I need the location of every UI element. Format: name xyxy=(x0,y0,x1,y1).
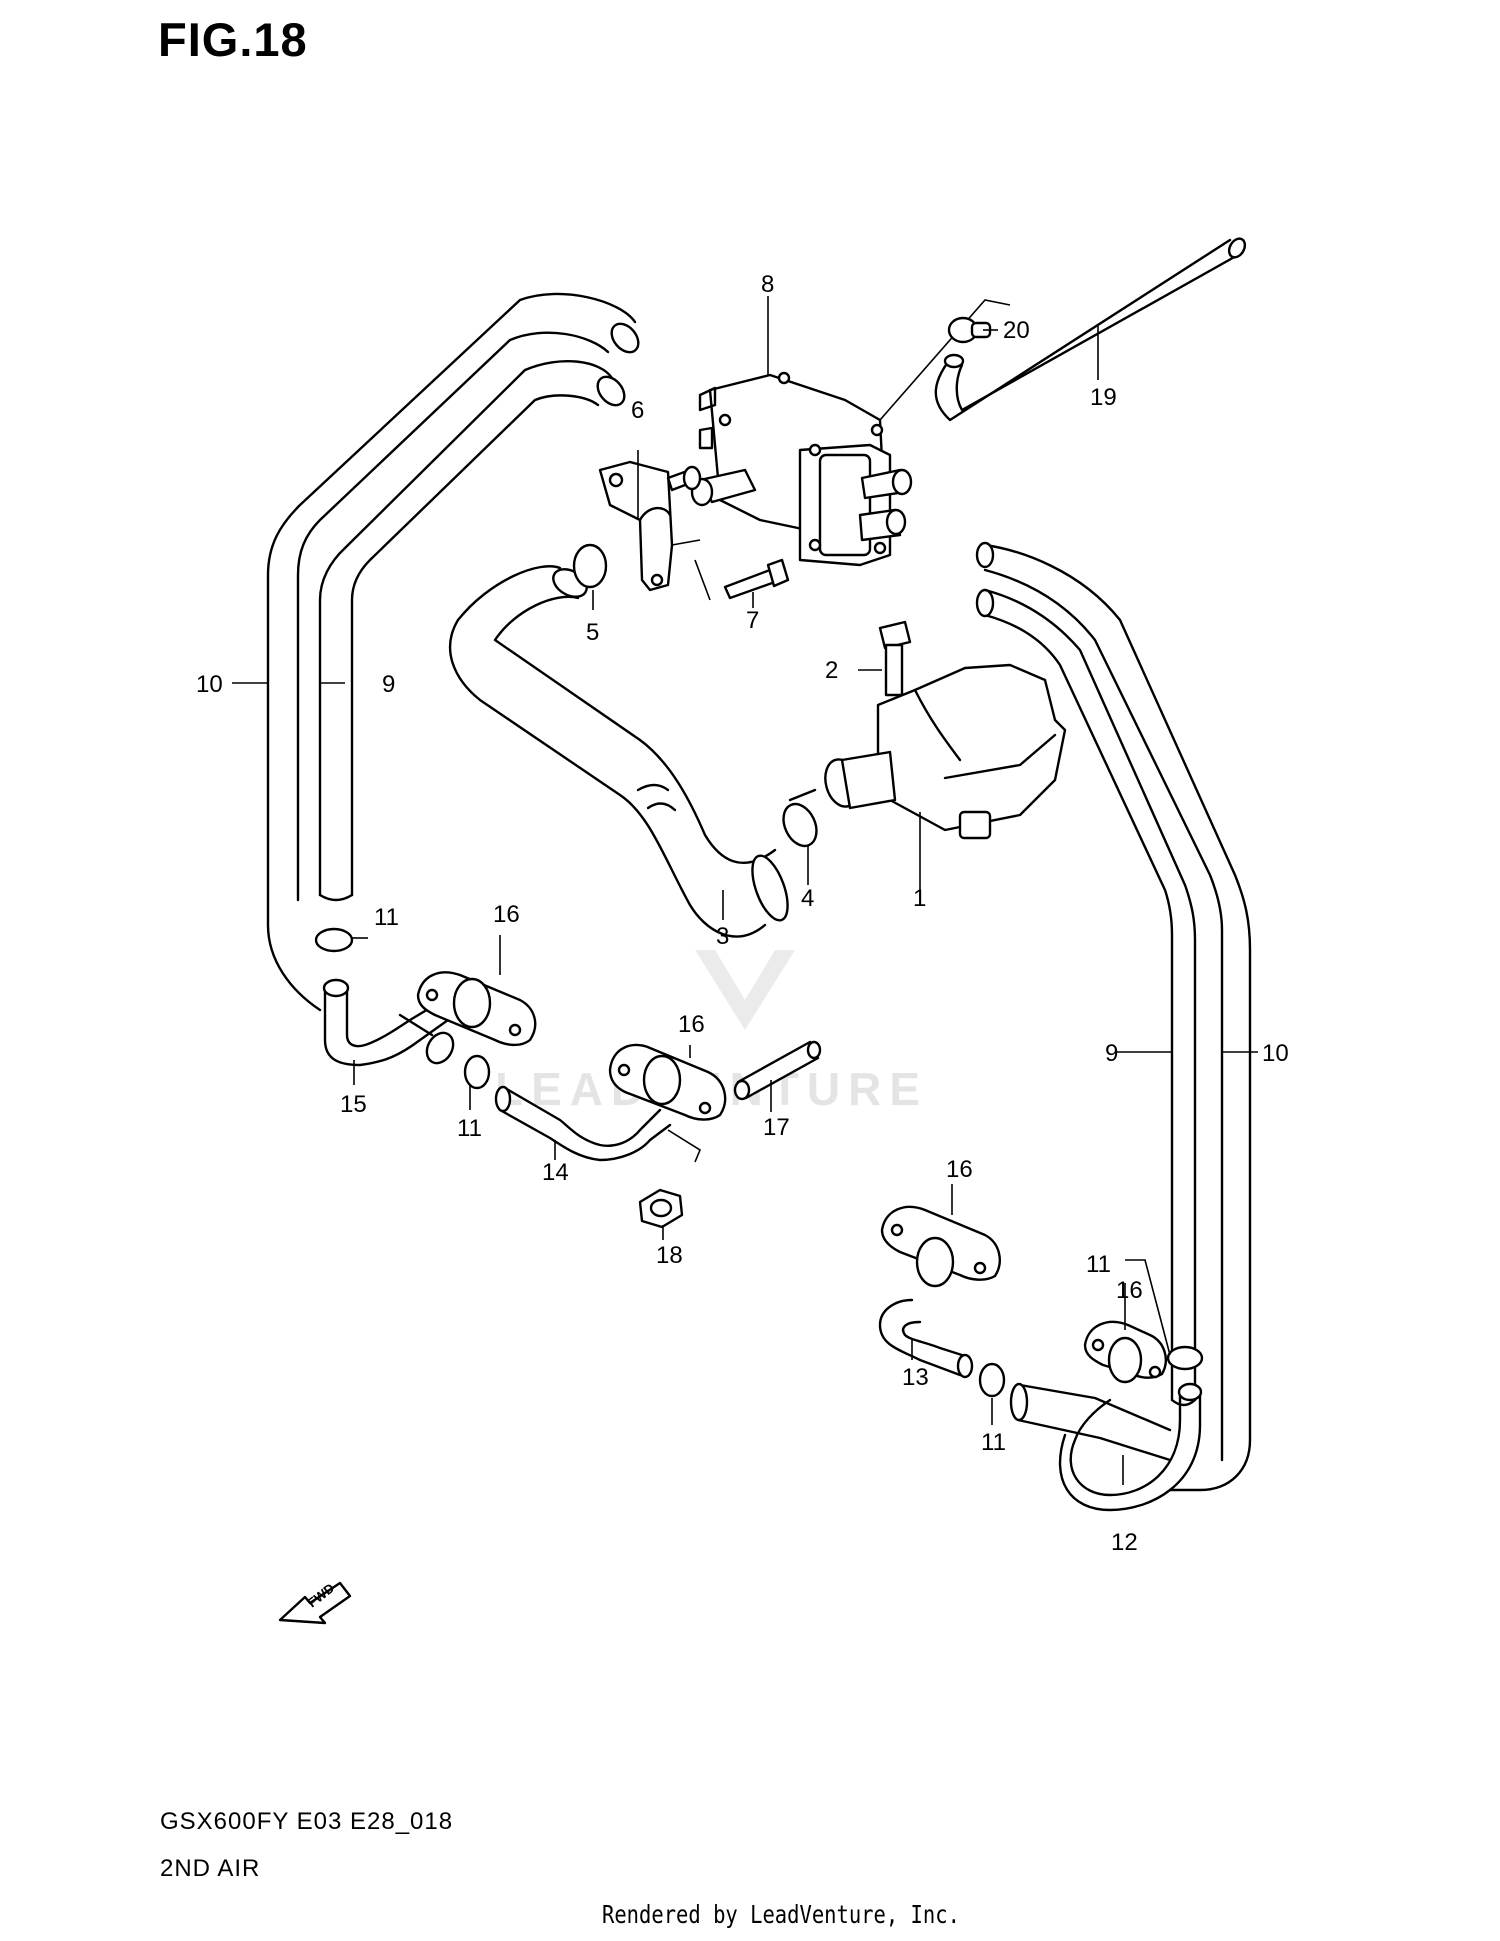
bracket xyxy=(598,460,711,601)
hose-left-outer xyxy=(266,292,640,1012)
callout-4: 4 xyxy=(801,885,814,912)
callout-16-c: 16 xyxy=(946,1156,973,1183)
callout-9-left: 9 xyxy=(382,671,395,698)
callout-1: 1 xyxy=(913,885,926,912)
callout-11-d: 11 xyxy=(1086,1251,1111,1278)
callout-14: 14 xyxy=(542,1159,569,1186)
callout-19: 19 xyxy=(1090,384,1117,411)
callout-2: 2 xyxy=(825,657,838,684)
callout-17: 17 xyxy=(763,1114,790,1141)
pipe-13 xyxy=(878,1298,974,1379)
flange-16-right xyxy=(880,1205,1001,1288)
flange-16-left xyxy=(416,971,537,1047)
clip-11-b xyxy=(463,1054,491,1090)
callout-3: 3 xyxy=(716,923,729,950)
reed-valve-assembly xyxy=(690,299,1011,567)
render-credit: Rendered by LeadVenture, Inc. xyxy=(602,1900,960,1929)
model-code: GSX600FY E03 E28_018 xyxy=(160,1808,454,1835)
fwd-arrow: FWD xyxy=(278,1580,352,1625)
callout-10-right: 10 xyxy=(1262,1040,1289,1067)
figure-title: FIG.18 xyxy=(158,13,308,66)
callout-10-left: 10 xyxy=(196,671,223,698)
clamp-4 xyxy=(782,788,818,848)
stud-17 xyxy=(733,1040,822,1101)
clip-11-a xyxy=(314,927,354,953)
callout-9-right: 9 xyxy=(1105,1040,1118,1067)
hose-middle xyxy=(448,565,789,938)
air-chamber xyxy=(824,663,1067,840)
hose-left-inner xyxy=(318,360,626,902)
callout-15: 15 xyxy=(340,1091,367,1118)
callout-11-a: 11 xyxy=(374,904,399,931)
clamp-20 xyxy=(947,316,992,344)
callouts: 1 2 3 4 5 6 7 8 9 9 10 10 11 11 11 11 12… xyxy=(196,271,1289,1556)
callout-6: 6 xyxy=(631,397,644,424)
leader-lines xyxy=(232,296,1258,1485)
callout-5: 5 xyxy=(586,619,599,646)
callout-18: 18 xyxy=(656,1242,683,1269)
pipe-14 xyxy=(494,1085,701,1163)
bolt-2 xyxy=(878,620,912,697)
section-name: 2ND AIR xyxy=(160,1855,261,1882)
callout-11-b: 11 xyxy=(457,1115,482,1142)
callout-13: 13 xyxy=(902,1364,929,1391)
callout-8: 8 xyxy=(761,271,774,298)
bolt-7 xyxy=(723,558,790,600)
pipe-15 xyxy=(322,978,462,1067)
callout-16-a: 16 xyxy=(493,901,520,928)
callout-7: 7 xyxy=(746,607,759,634)
nut-18 xyxy=(638,1188,684,1229)
clip-5 xyxy=(572,543,608,589)
watermark-logo xyxy=(695,950,795,1030)
callout-11-c: 11 xyxy=(981,1429,1006,1456)
callout-16-b: 16 xyxy=(678,1011,705,1038)
clip-11-c xyxy=(978,1362,1006,1398)
callout-20: 20 xyxy=(1003,317,1030,344)
callout-16-d: 16 xyxy=(1116,1277,1143,1304)
clip-11-d xyxy=(1166,1345,1204,1371)
hose-vacuum xyxy=(934,237,1247,422)
callout-12: 12 xyxy=(1111,1529,1138,1556)
hose-right xyxy=(975,541,1252,1492)
flange-16-center xyxy=(608,1043,727,1121)
flange-16-far-right xyxy=(1083,1320,1167,1384)
pipe-12 xyxy=(1009,1382,1203,1512)
